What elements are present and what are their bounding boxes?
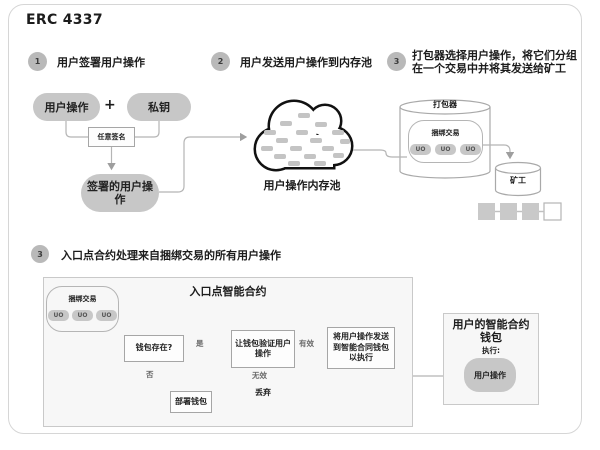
entry-uo-row: UO UO UO: [48, 310, 117, 321]
diagram-frame: [8, 4, 582, 434]
yes-label: 是: [196, 339, 204, 348]
uo-pill: UO: [410, 144, 431, 155]
uo-pill: UO: [435, 144, 456, 155]
bundler-bundle-label: 捆绑交易: [431, 129, 460, 137]
uo-pill: UO: [48, 310, 69, 321]
signed-user-operation-pill: 签署的用户操作: [81, 174, 159, 212]
step-4-label: 入口点合约处理来自捆绑交易的所有用户操作: [61, 249, 281, 262]
step-3-label-line1: 打包器选择用户操作，将它们分组: [412, 49, 577, 62]
execute-label: 执行:: [482, 346, 500, 355]
step-2-label: 用户发送用户操作到内存池: [240, 56, 372, 69]
uo-pill: UO: [460, 144, 481, 155]
step-2-number: 2: [217, 57, 224, 66]
invalid-label: 无效: [252, 371, 267, 380]
plus-sign: +: [104, 97, 116, 113]
no-label: 否: [146, 370, 154, 379]
bundler-uo-row: UO UO UO: [410, 144, 481, 155]
step-1-label: 用户签署用户操作: [57, 56, 145, 69]
miner-cylinder: [494, 161, 542, 197]
user-operation-pill: 用户操作: [33, 93, 100, 121]
private-key-pill: 私钥: [127, 93, 191, 121]
step-3-badge: 3: [387, 52, 406, 71]
step-3-label-line2: 在一个交易中并将其发送给矿工: [412, 62, 566, 75]
mempool-cloud: [253, 99, 354, 172]
step-4-number: 3: [37, 249, 43, 259]
step-1-badge: 1: [28, 52, 47, 71]
entry-bundle-box: 捆绑交易 UO UO UO: [46, 286, 119, 332]
smart-wallet-title: 用户的智能合约钱包: [452, 318, 530, 344]
page-title: ERC 4337: [26, 12, 103, 28]
step-3-label: 打包器选择用户操作，将它们分组 在一个交易中并将其发送给矿工: [412, 49, 582, 75]
deploy-wallet-box: 部署钱包: [170, 391, 212, 413]
bundler-label: 打包器: [433, 100, 457, 109]
miner-label: 矿工: [510, 176, 526, 185]
uo-pill: UO: [96, 310, 117, 321]
wallet-user-operation-pill: 用户操作: [464, 358, 516, 392]
validate-box: 让钱包验证用户操作: [231, 330, 295, 368]
wallet-exists-box: 钱包存在?: [124, 335, 184, 362]
bundler-bundle-box: 捆绑交易 UO UO UO: [408, 120, 483, 163]
mempool-label: 用户操作内存池: [263, 179, 341, 192]
valid-label: 有效: [299, 339, 314, 348]
sign-box: 任意签名: [88, 127, 135, 147]
blockchain: [478, 202, 562, 221]
step-2-badge: 2: [211, 52, 230, 71]
uo-pill: UO: [72, 310, 93, 321]
step-3-number: 3: [393, 57, 400, 66]
send-to-wallet-box: 将用户操作发送到智能合同钱包以执行: [327, 327, 395, 369]
discard-label: 丢弃: [255, 388, 271, 397]
entry-point-title: 入口点智能合约: [189, 285, 267, 298]
mempool-userops: [261, 113, 350, 166]
entry-bundle-label: 捆绑交易: [68, 295, 97, 303]
step-4-badge: 3: [31, 245, 49, 263]
step-1-number: 1: [34, 57, 41, 66]
